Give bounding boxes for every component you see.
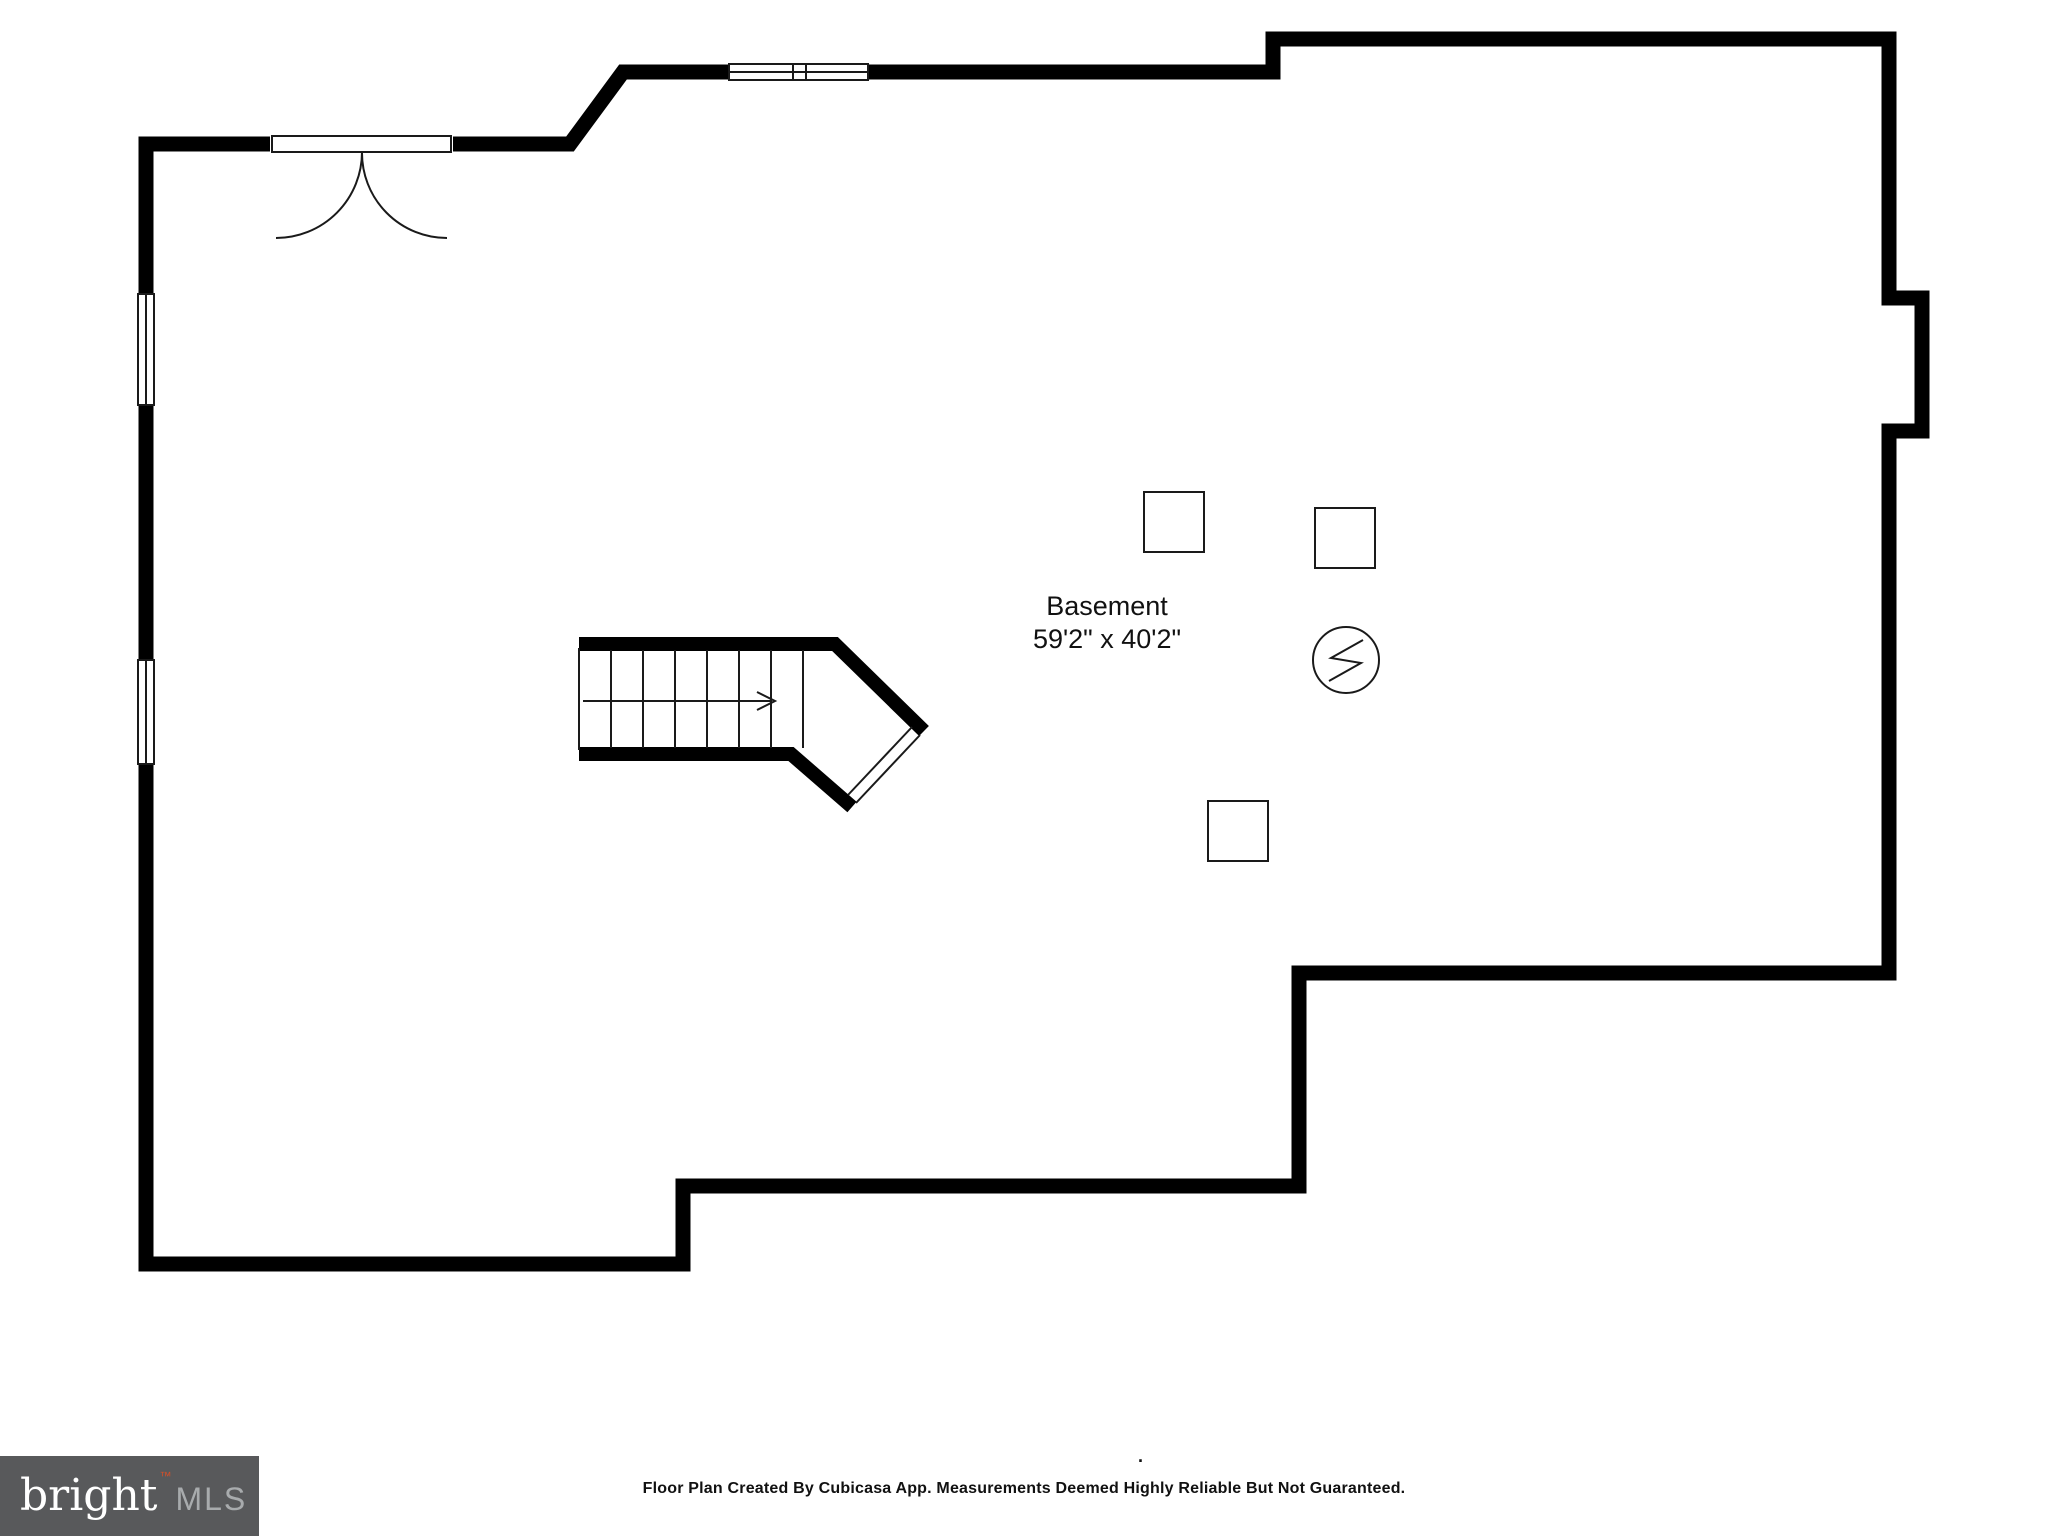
- exterior-walls: [138, 31, 1930, 1272]
- room-label: Basement 59'2" x 40'2": [1033, 590, 1181, 656]
- staircase: [578, 637, 929, 813]
- room-dimensions: 59'2" x 40'2": [1032, 624, 1182, 654]
- logo-trademark-icon: ™: [159, 1469, 172, 1483]
- support-column-2: [1314, 507, 1376, 569]
- support-column-1: [1143, 491, 1205, 553]
- window-left-upper: [135, 293, 157, 406]
- stair-wall-bottom: [579, 747, 857, 813]
- door-leaf-left: [275, 151, 363, 239]
- utility-symbol-icon: [1312, 626, 1380, 694]
- door-leaf-right: [360, 151, 448, 239]
- room-name: Basement: [1046, 591, 1168, 621]
- stair-wall-top: [579, 637, 929, 737]
- entry-double-door: [270, 133, 453, 239]
- logo-brand-text: bright: [20, 1470, 158, 1521]
- window-top: [728, 61, 869, 83]
- stair-arrowhead-icon: [756, 691, 778, 711]
- logo-suffix-text: MLS: [175, 1481, 248, 1517]
- utility-zigzag: [1328, 639, 1364, 682]
- footer-dot: .: [1138, 1446, 1144, 1466]
- window-left-lower: [135, 659, 157, 765]
- stair-opening-door-line: [855, 734, 921, 804]
- wall-outline: [138, 31, 1930, 1272]
- support-columns: [1143, 491, 1376, 862]
- door-frame: [271, 135, 452, 153]
- support-column-3: [1207, 800, 1269, 862]
- stair-opening-door-line: [847, 726, 913, 796]
- brightmls-logo: bright ™ MLS: [0, 1456, 259, 1536]
- footer-disclaimer: Floor Plan Created By Cubicasa App. Meas…: [642, 1480, 1406, 1497]
